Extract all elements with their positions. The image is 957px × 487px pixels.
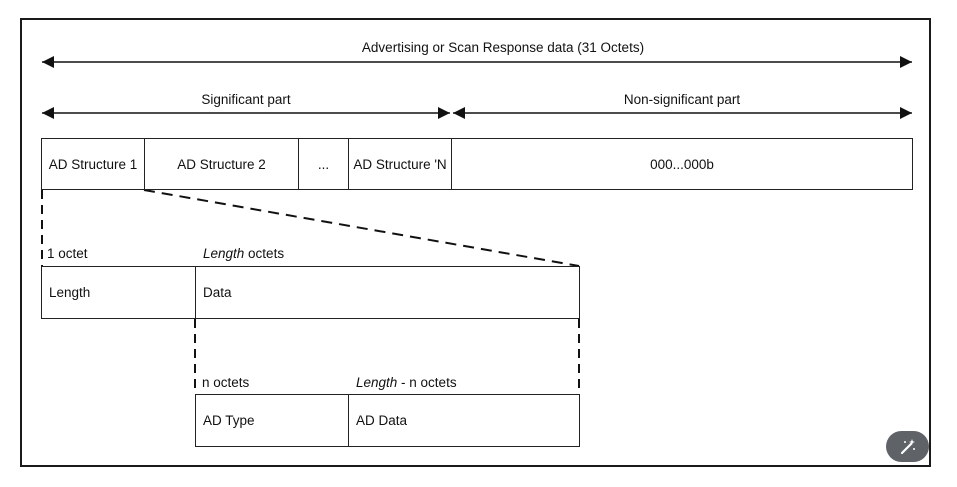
length-italic: Length — [203, 246, 245, 261]
ellipsis-label: ... — [317, 156, 330, 172]
expand-dash-diagonal — [143, 189, 580, 267]
ad-structure-n-cell: AD Structure 'N — [348, 138, 452, 190]
non-significant-label: Non-significant part — [623, 92, 741, 107]
length-field-cell: Length — [41, 266, 196, 319]
zero-padding-cell: 000...000b — [451, 138, 913, 190]
ad-data-cell: AD Data — [348, 394, 580, 447]
ad-structure-2-label: AD Structure 2 — [177, 156, 266, 172]
data-field-label: Data — [203, 285, 232, 300]
ad-structure-1-cell: AD Structure 1 — [41, 138, 145, 190]
significant-label: Significant part — [201, 92, 291, 107]
total-range-label: Advertising or Scan Response data (31 Oc… — [361, 40, 645, 55]
magic-wand-button[interactable] — [886, 431, 929, 462]
ellipsis-cell: ... — [298, 138, 349, 190]
length-italic-2: Length — [356, 375, 398, 390]
zero-padding-label: 000...000b — [650, 156, 714, 172]
length-minus-n-label: Length - n octets — [356, 375, 457, 391]
ad-structure-1-label: AD Structure 1 — [48, 156, 138, 172]
minus-n-suffix: - n octets — [397, 375, 457, 390]
length-field-label: Length — [49, 285, 91, 300]
diagram-frame — [20, 18, 931, 467]
ad-structure-n-label: AD Structure 'N — [353, 156, 447, 172]
n-octets-label: n octets — [202, 375, 250, 390]
one-octet-label: 1 octet — [47, 246, 88, 261]
data-field-cell: Data — [195, 266, 580, 319]
ad-type-label: AD Type — [203, 413, 255, 428]
magic-wand-icon — [900, 438, 915, 454]
length-octets-label: Length octets — [203, 246, 284, 262]
octets-suffix: octets — [244, 246, 285, 261]
ad-structure-2-cell: AD Structure 2 — [144, 138, 299, 190]
ad-data-label: AD Data — [356, 413, 408, 428]
ad-type-cell: AD Type — [195, 394, 349, 447]
